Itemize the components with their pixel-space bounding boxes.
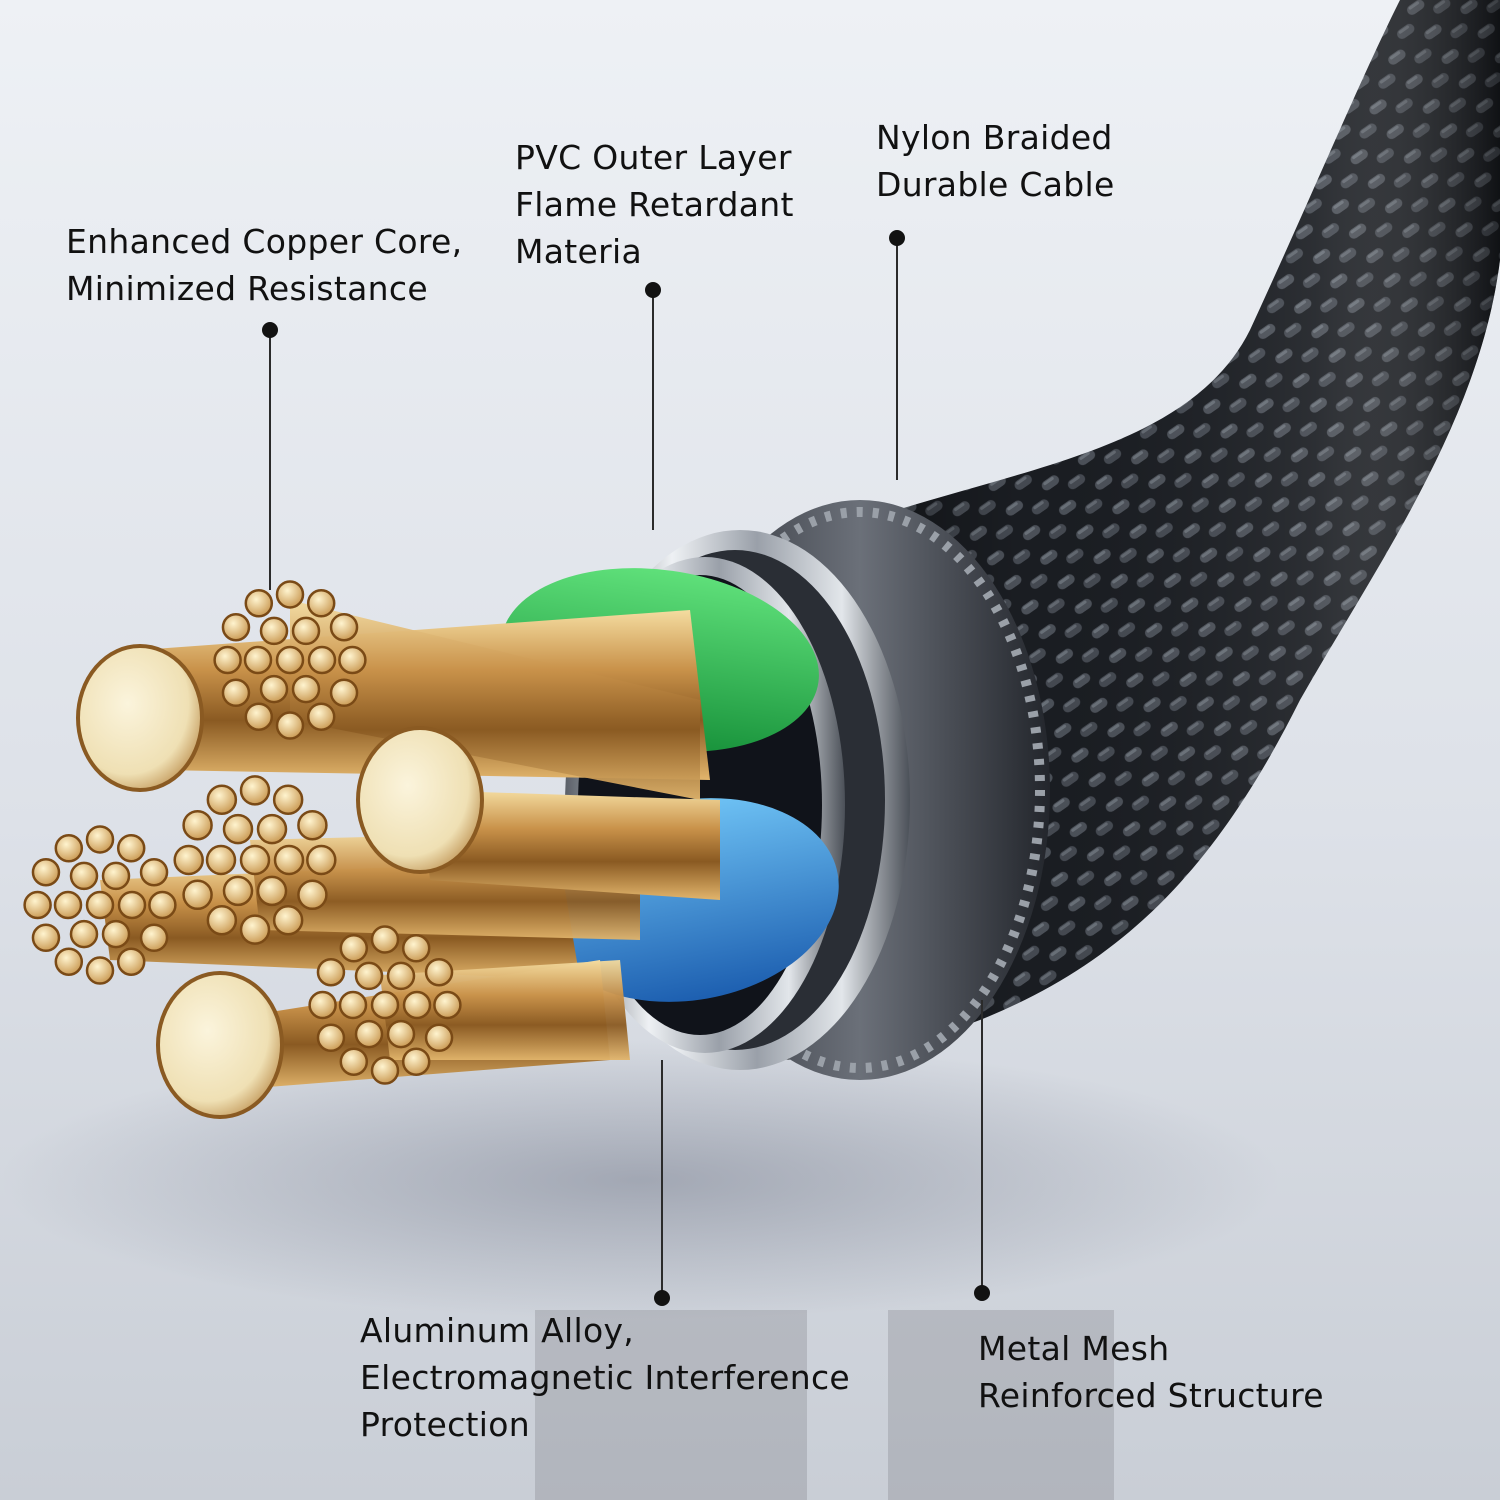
copper-strand [244, 589, 274, 618]
copper-strand [401, 934, 431, 963]
copper-strand [433, 990, 462, 1020]
copper-strand [213, 645, 242, 675]
copper-strand [424, 1023, 454, 1053]
copper-strand [101, 861, 131, 891]
copper-strand [272, 784, 304, 815]
copper-strand [329, 678, 359, 708]
copper-strand [222, 813, 254, 845]
copper-strand [272, 905, 304, 936]
callout-line: Durable Cable [876, 165, 1115, 204]
copper-strand [206, 905, 238, 936]
copper-strand [354, 1019, 384, 1049]
callout-line: Protection [360, 1405, 530, 1444]
copper-strand [386, 961, 416, 991]
copper-strand [222, 875, 254, 907]
copper-strand [339, 934, 369, 963]
copper-strand [275, 580, 305, 609]
copper-strand [117, 890, 147, 920]
copper-strand [354, 961, 384, 991]
callout-line: PVC Outer Layer [515, 138, 792, 177]
callout-line: Flame Retardant [515, 185, 794, 224]
copper-strand [339, 1047, 369, 1076]
copper-strand [297, 809, 328, 841]
copper-strand [306, 589, 336, 618]
copper-strand [148, 890, 177, 920]
label-backdrop [888, 1310, 1114, 1500]
copper-strand [259, 616, 289, 646]
copper-strand [386, 1019, 416, 1049]
copper-strand [54, 834, 84, 863]
copper-strand [85, 890, 115, 920]
callout-metal-mesh: Metal Mesh Reinforced Structure [978, 1325, 1324, 1419]
copper-strand [85, 956, 115, 985]
copper-strand [338, 990, 368, 1020]
copper-strand [306, 702, 336, 731]
copper-strand [424, 957, 454, 987]
copper-strand [370, 1056, 400, 1085]
copper-strand [54, 947, 84, 976]
copper-strand [307, 645, 337, 675]
copper-strand [239, 914, 271, 945]
callout-pvc-layer: PVC Outer Layer Flame Retardant Materia [515, 134, 794, 275]
copper-strand [23, 890, 52, 920]
copper-strand [182, 809, 213, 841]
callout-copper-core: Enhanced Copper Core, Minimized Resistan… [66, 218, 462, 312]
copper-strand [291, 674, 321, 704]
callout-line: Aluminum Alloy, [360, 1311, 635, 1350]
copper-strand [401, 1047, 431, 1076]
copper-strand [297, 879, 328, 911]
copper-strand [338, 645, 367, 675]
copper-strand [139, 923, 169, 953]
copper-strand [69, 861, 99, 891]
copper-strand-groups [23, 580, 462, 1085]
copper-strand [31, 923, 61, 953]
copper-strand [259, 674, 289, 704]
copper-strand [275, 711, 305, 740]
copper-strand [239, 775, 271, 806]
copper-strand [206, 784, 238, 815]
copper-strand [402, 990, 432, 1020]
copper-strand [316, 1023, 346, 1053]
copper-strand [244, 702, 274, 731]
callout-line: Electromagnetic Interference [360, 1358, 850, 1397]
callout-aluminum-alloy: Aluminum Alloy, Electromagnetic Interfer… [360, 1307, 850, 1448]
copper-strand [182, 879, 213, 911]
copper-strand [256, 875, 288, 907]
label-backdrop [535, 1310, 807, 1500]
copper-strand [116, 947, 146, 976]
copper-strand [116, 834, 146, 863]
copper-strand [139, 857, 169, 887]
copper-strand [205, 844, 237, 876]
copper-strand [329, 612, 359, 642]
copper-strand [101, 919, 131, 949]
callout-leaders [262, 230, 990, 1306]
copper-strand [221, 678, 251, 708]
copper-strand [256, 813, 288, 845]
copper-strand [239, 844, 271, 876]
copper-strand [275, 645, 305, 675]
copper-strand [316, 957, 346, 987]
copper-strand [243, 645, 273, 675]
copper-strand [173, 844, 204, 876]
callout-line: Materia [515, 232, 642, 271]
copper-strand [308, 990, 337, 1020]
copper-strand [273, 844, 305, 876]
copper-strand [370, 990, 400, 1020]
copper-strand [85, 825, 115, 854]
copper-strand [221, 612, 251, 642]
callout-line: Metal Mesh [978, 1329, 1170, 1368]
callout-line: Minimized Resistance [66, 269, 428, 308]
copper-strand [370, 925, 400, 954]
copper-strand [53, 890, 83, 920]
callout-line: Reinforced Structure [978, 1376, 1324, 1415]
callout-nylon-braid: Nylon Braided Durable Cable [876, 114, 1115, 208]
callout-line: Nylon Braided [876, 118, 1113, 157]
copper-strand [69, 919, 99, 949]
copper-strand [31, 857, 61, 887]
copper-strand [306, 844, 337, 876]
callout-line: Enhanced Copper Core, [66, 222, 463, 261]
copper-strand [291, 616, 321, 646]
